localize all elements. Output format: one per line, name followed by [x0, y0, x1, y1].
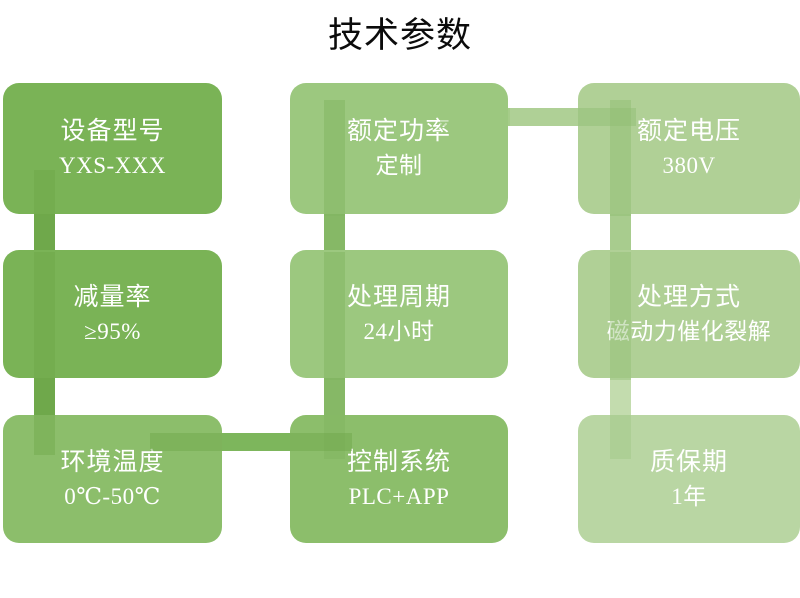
card-treatment-method[interactable]: 处理方式磁动力催化裂解: [578, 250, 800, 378]
connector-r1-c2-c3: [488, 108, 600, 126]
card-ambient-temperature[interactable]: 环境温度 0℃-50℃: [3, 415, 222, 543]
card-value: 0℃-50℃: [64, 483, 161, 509]
card-title: 环境温度: [60, 448, 165, 476]
connector-r3-c1-c2: [205, 433, 315, 451]
card-title: 设备型号: [60, 118, 165, 145]
card-rated-voltage[interactable]: 额定电压 380V: [578, 83, 800, 214]
card-value: 380V: [662, 153, 716, 178]
card-title: 控制系统: [346, 448, 451, 476]
card-title: 额定功率: [346, 118, 451, 145]
page-title: 技术参数: [327, 16, 472, 55]
card-rated-power[interactable]: 额定功率定制: [290, 83, 508, 214]
card-value: ≥95%: [84, 318, 141, 344]
card-device-model[interactable]: 设备型号 YXS-XXX: [3, 83, 222, 214]
card-value: 24小时: [363, 318, 435, 344]
card-value: 1年: [671, 483, 707, 509]
card-control-system[interactable]: 控制系统 PLC+APP: [290, 415, 508, 543]
card-value: 定制: [375, 153, 423, 178]
card-reduction-rate[interactable]: 减量率 ≥95%: [3, 250, 222, 378]
card-title: 减量率: [73, 283, 152, 311]
card-warranty-period[interactable]: 质保期 1年: [578, 415, 800, 543]
card-title: 质保期: [649, 448, 728, 476]
card-title: 处理方式: [636, 283, 741, 311]
card-value: YXS-XXX: [59, 153, 166, 178]
card-treatment-cycle[interactable]: 处理周期 24小时: [290, 250, 508, 378]
card-title: 处理周期: [346, 283, 451, 311]
card-value: 磁动力催化裂解: [606, 318, 772, 344]
card-value: PLC+APP: [348, 483, 450, 509]
card-title: 额定电压: [636, 118, 741, 145]
